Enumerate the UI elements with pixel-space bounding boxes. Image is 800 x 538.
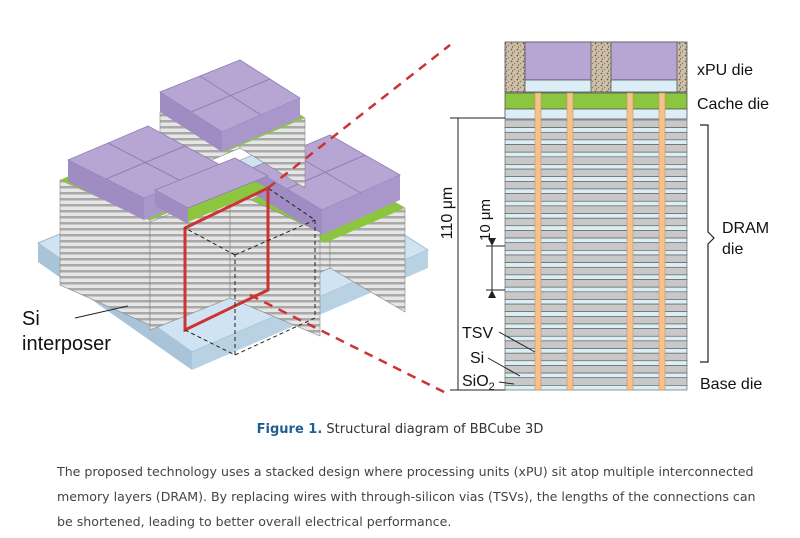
dram-die-stack (504, 119, 688, 391)
sio2-label: SiO2 (462, 373, 495, 393)
cache-die-label: Cache die (697, 96, 769, 113)
zoom-line-bottom (249, 293, 451, 397)
tsv-column (658, 92, 666, 391)
figure-title: Structural diagram of BBCube 3D (322, 422, 544, 437)
base-die-layer (504, 377, 688, 391)
figure-number: Figure 1. (256, 422, 323, 437)
xpu-die-layer (504, 41, 688, 93)
tsv-column (566, 92, 574, 391)
isometric-package: Si interposer (22, 44, 451, 397)
dram-brace (700, 124, 715, 363)
section-cut-outline (183, 185, 316, 356)
base-die-label: Base die (700, 376, 762, 393)
tsv-columns (534, 92, 666, 391)
tsv-leader (498, 331, 536, 353)
dram-die-label-line1: DRAM (722, 220, 769, 237)
cross-section: 110 μm 10 μm xPU die Cache die DRAM die … (439, 41, 769, 393)
figure-description: The proposed technology uses a stacked d… (57, 464, 756, 529)
tsv-label: TSV (462, 325, 493, 342)
dram-die-label-line2: die (722, 241, 743, 258)
figure-caption: Figure 1. Structural diagram of BBCube 3… (0, 422, 800, 437)
interposer-leader (74, 305, 129, 319)
memory-stack-front-center (149, 157, 321, 337)
zoom-line-top (267, 44, 451, 189)
interposer-label-line2: interposer (22, 333, 111, 355)
bbcube-structure-diagram: Si interposer 110 μm 10 μm (22, 41, 769, 397)
dim-10-label: 10 μm (477, 199, 494, 241)
interposer-label-line1: Si (22, 308, 40, 330)
si-label: Si (470, 350, 484, 367)
dim-110-label: 110 μm (439, 187, 456, 240)
xpu-die-label: xPU die (697, 62, 753, 79)
si-leader (487, 357, 521, 377)
cache-die-layer (504, 92, 688, 120)
tsv-column (534, 92, 542, 391)
sio2-leader (498, 381, 515, 385)
tsv-column (626, 92, 634, 391)
